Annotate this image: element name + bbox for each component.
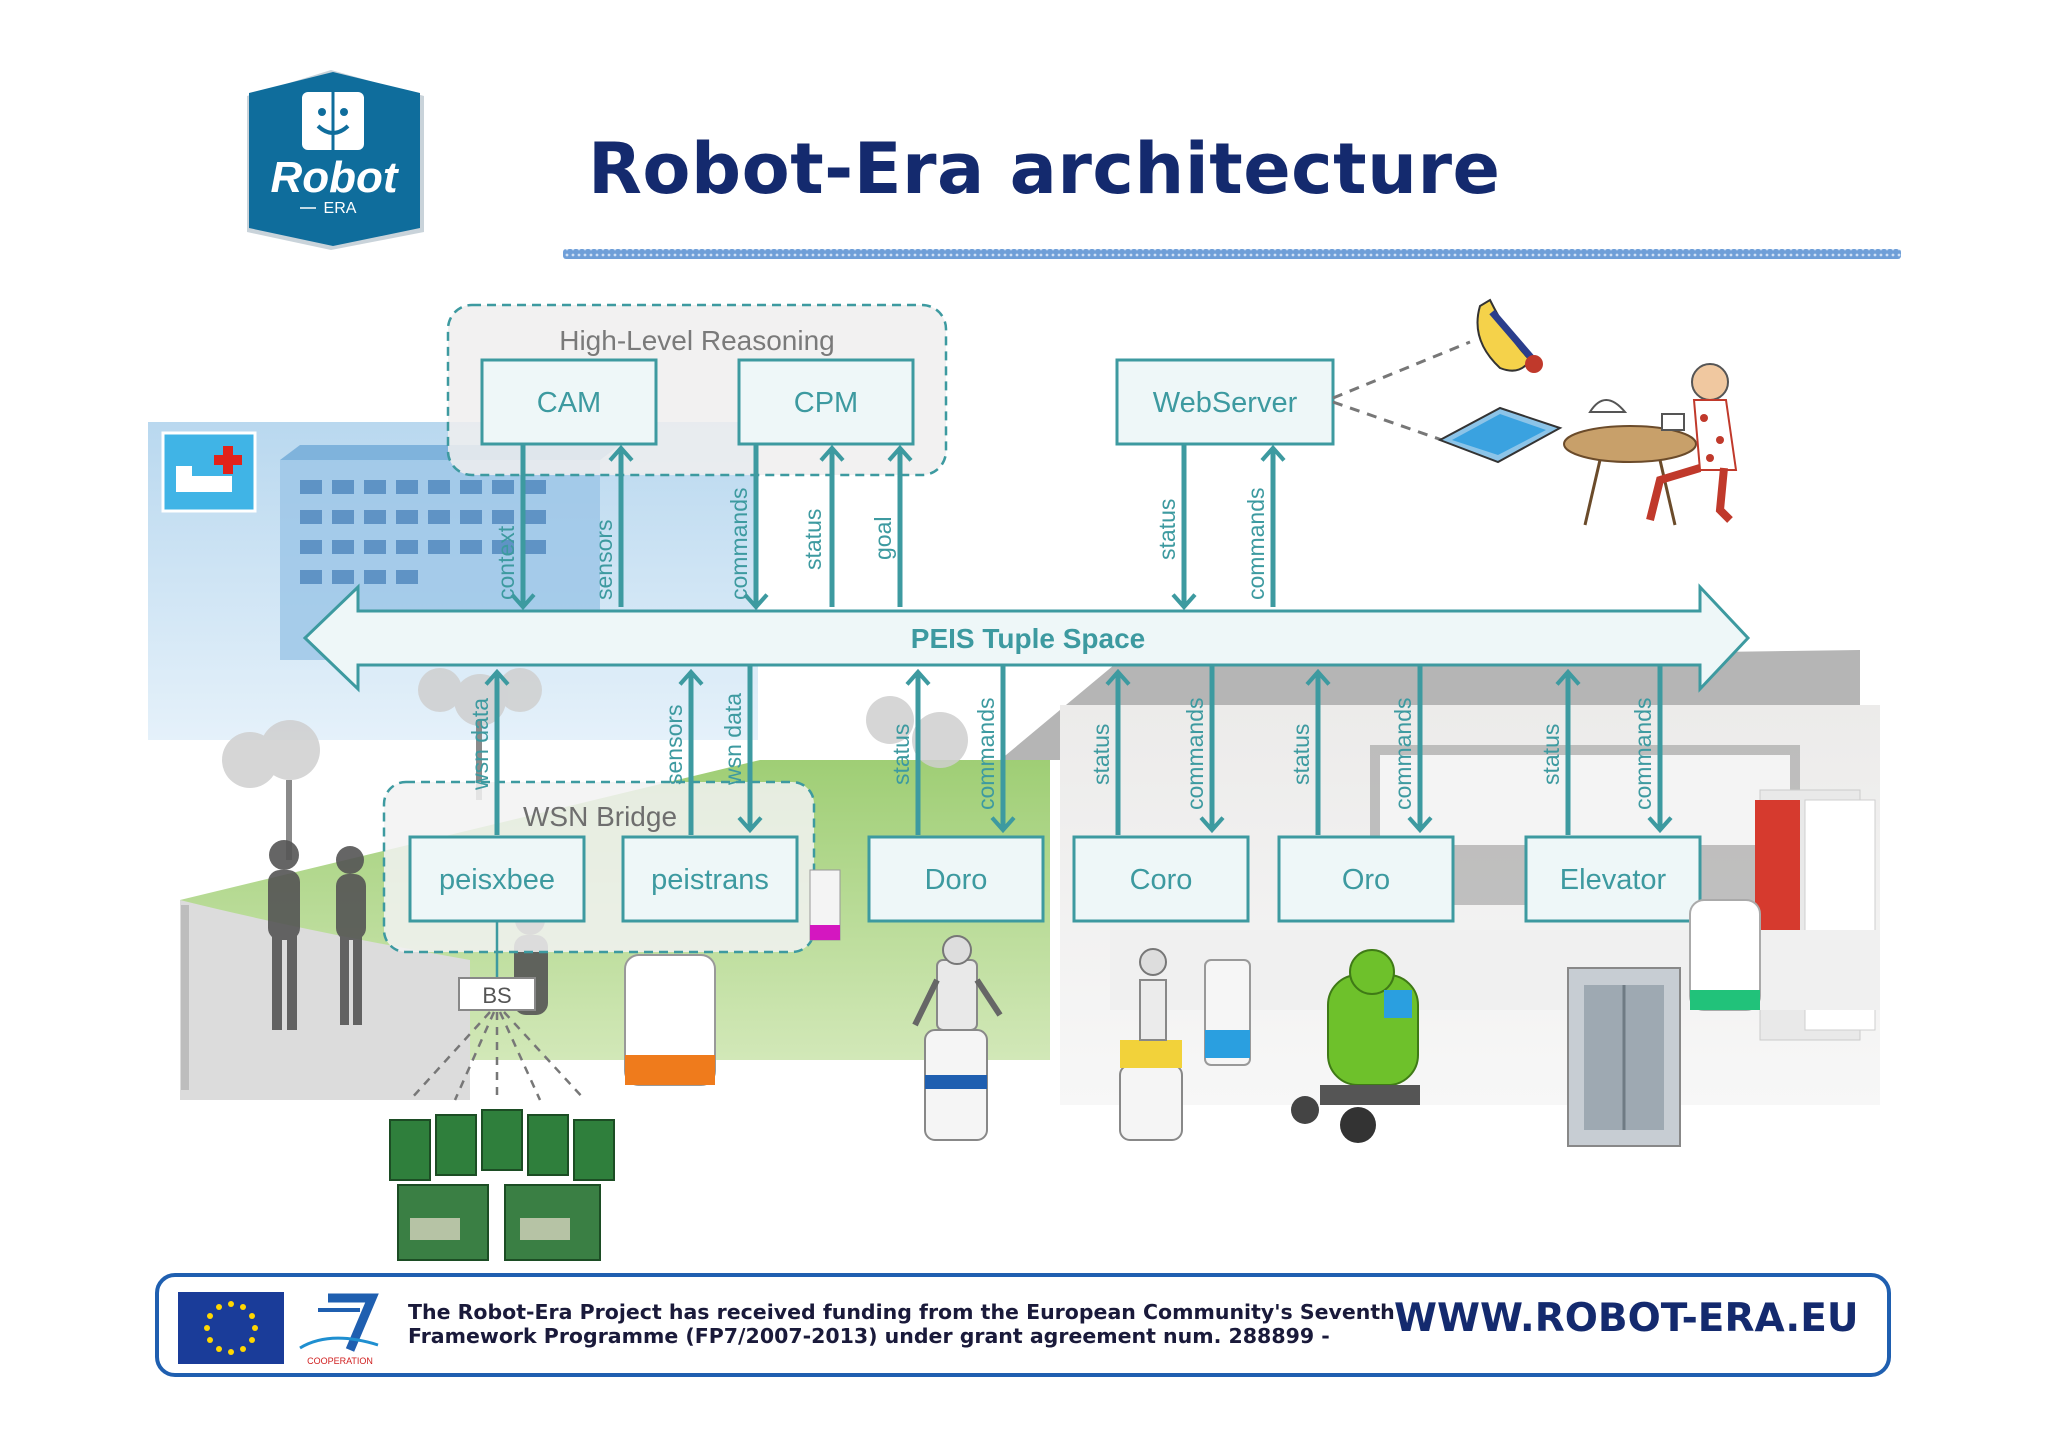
coro-robot-image <box>1119 948 1251 1141</box>
funding-statement: The Robot-Era Project has received fundi… <box>408 1300 1395 1348</box>
peis-tuple-space-bus <box>302 583 1751 693</box>
cpm-box <box>737 358 915 446</box>
doro-label: Doro <box>925 864 988 896</box>
sensors-bottom-link-label: sensors <box>661 704 687 785</box>
peistrans-box <box>621 835 799 923</box>
eu-flag-icon <box>178 1292 284 1364</box>
sensors-link-label: sensors <box>591 519 617 600</box>
oro-robot-image <box>1291 949 1420 1143</box>
cpm-label: CPM <box>794 387 858 419</box>
commands-doro-link-label: commands <box>973 698 999 810</box>
context-link-label: context <box>493 525 519 600</box>
wsn-data-2-link-label: wsn data <box>720 693 746 786</box>
status-elevator-link-label: status <box>1538 724 1564 785</box>
goal-link-label: goal <box>870 517 896 560</box>
doro-robot-image <box>912 935 1003 1141</box>
fp7-sub-label: COOPERATION <box>307 1356 373 1366</box>
coro-box <box>1072 835 1250 923</box>
smartwatch-icon <box>1476 298 1543 373</box>
status-web-link-label: status <box>1154 499 1180 560</box>
oro-box <box>1277 835 1455 923</box>
cam-box <box>480 358 658 446</box>
peis-tuple-space-label: PEIS Tuple Space <box>911 623 1145 654</box>
status-doro-link-label: status <box>888 724 914 785</box>
tablet-icon <box>1437 406 1563 464</box>
logo-word: Robot <box>270 153 399 202</box>
project-url[interactable]: WWW.ROBOT-ERA.EU <box>1394 1296 1859 1341</box>
elderly-user-icon <box>1563 363 1738 526</box>
commands-oro-link-label: commands <box>1390 698 1416 810</box>
cam-label: CAM <box>537 387 601 419</box>
status-oro-link-label: status <box>1288 724 1314 785</box>
funding-line-2: Framework Programme (FP7/2007-2013) unde… <box>408 1324 1330 1348</box>
page-title: Robot-Era architecture <box>588 128 1501 210</box>
peisxbee-label: peisxbee <box>439 864 555 896</box>
bs-box <box>458 977 536 1011</box>
fp7-cooperation-logo: COOPERATION <box>299 1293 379 1366</box>
coro-label: Coro <box>1130 864 1193 896</box>
logo-sub: ERA <box>324 200 357 217</box>
wsn-bridge-label: WSN Bridge <box>523 801 677 832</box>
commands-cpm-link-label: commands <box>726 488 752 600</box>
elevator-image <box>1567 967 1681 1147</box>
webserver-label: WebServer <box>1153 387 1298 419</box>
robot-era-logo: Robot ERA <box>247 70 424 250</box>
status-cpm-link-label: status <box>800 509 826 570</box>
wsn-data-1-link-label: wsn data <box>467 698 493 791</box>
doro-box <box>867 835 1045 923</box>
title-underline <box>563 249 1901 259</box>
oro-label: Oro <box>1342 864 1390 896</box>
bs-label: BS <box>482 983 511 1008</box>
funding-line-1: The Robot-Era Project has received fundi… <box>408 1300 1395 1324</box>
elevator-label: Elevator <box>1560 864 1667 896</box>
peisxbee-box <box>408 835 586 923</box>
footer-banner <box>155 1273 1891 1377</box>
status-coro-link-label: status <box>1088 724 1114 785</box>
commands-web-link-label: commands <box>1243 488 1269 600</box>
elevator-box <box>1524 835 1702 923</box>
commands-elevator-link-label: commands <box>1630 698 1656 810</box>
wsn-sensor-boards <box>389 1109 615 1261</box>
peistrans-label: peistrans <box>651 864 769 896</box>
webserver-box <box>1115 358 1335 446</box>
commands-coro-link-label: commands <box>1182 698 1208 810</box>
high-level-reasoning-label: High-Level Reasoning <box>559 325 835 356</box>
scene-robots-extra <box>624 869 1761 1086</box>
